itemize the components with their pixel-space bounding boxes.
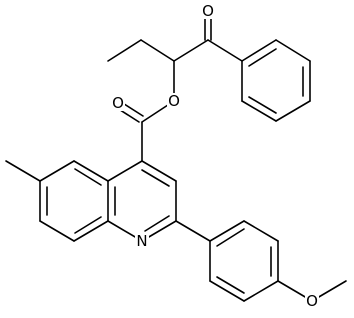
bond-ethyl-ch2-ch xyxy=(140,39,175,62)
atom-label-background xyxy=(135,233,149,249)
atom-label-background xyxy=(305,293,319,309)
phenyl-inner-double-3 xyxy=(248,96,277,114)
phenyl-ring xyxy=(241,39,311,122)
ketone-oxygen-label: O xyxy=(202,2,214,20)
pyridine-inner-double-c2-n xyxy=(144,215,170,232)
phenyl-bond-4 xyxy=(275,100,311,122)
bond-carbonyl-phenyl xyxy=(207,39,243,62)
aryl-bond-2 xyxy=(243,220,279,242)
phenyl-bond-5 xyxy=(241,100,277,122)
benzo-inner-double-c5-c4a xyxy=(74,168,102,186)
aryl-bond-1 xyxy=(209,220,245,242)
pyridine-bond-c4-c3 xyxy=(141,160,177,182)
bond-methyl xyxy=(5,160,41,182)
methoxy-oxygen-label: O xyxy=(306,292,318,310)
benzo-bond-c7-c8 xyxy=(39,220,75,242)
aryl-inner-double-3 xyxy=(216,276,245,294)
phenyl-bond-1 xyxy=(241,39,277,62)
pyridine-inner-double-c3-c4 xyxy=(141,169,170,187)
aryl-inner-double-1 xyxy=(216,228,245,247)
benzo-bond-c8-c8a xyxy=(73,220,109,242)
atom-labels: O O O N O xyxy=(111,2,319,310)
atom-label-background xyxy=(111,95,125,111)
atom-label-background xyxy=(201,3,215,19)
methoxyphenyl-ring xyxy=(175,220,347,302)
quinoline-core xyxy=(5,160,177,242)
bond-ch-carbonyl-c xyxy=(173,39,209,62)
bond-ethyl-ch3-ch2 xyxy=(107,39,142,62)
atom-label-background xyxy=(167,93,181,109)
benzo-bond-c5-c6 xyxy=(39,160,75,182)
quinoline-nitrogen-label: N xyxy=(136,232,147,250)
bond-quinoline-to-aryl xyxy=(175,220,211,242)
aryl-bond-4 xyxy=(243,280,279,302)
butanoyl-chain xyxy=(107,13,243,123)
phenyl-inner-double-1 xyxy=(248,48,277,67)
aryl-bond-5 xyxy=(209,280,245,302)
phenyl-bond-2 xyxy=(275,39,311,62)
ester-single-oxygen-label: O xyxy=(168,92,180,110)
benzo-bond-c4a-c5 xyxy=(73,160,109,182)
ester-carbonyl-oxygen-label: O xyxy=(112,94,124,112)
benzo-inner-double-c8-c8a xyxy=(74,216,102,234)
pyridine-bond-c4a-c4 xyxy=(107,160,143,182)
